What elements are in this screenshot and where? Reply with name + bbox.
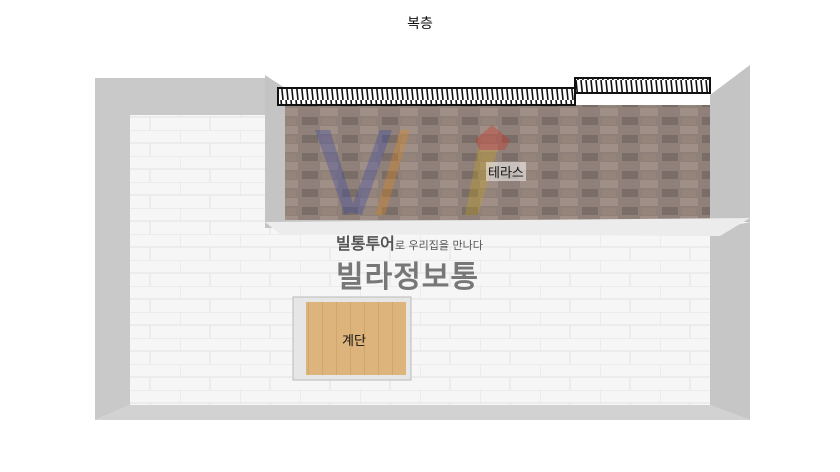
floor-title: 복층 xyxy=(407,16,433,32)
room-label-stairs: 계단 xyxy=(342,334,366,349)
room-label-terrace: 테라스 xyxy=(486,162,526,181)
railing-left xyxy=(277,87,576,106)
watermark-brand: 빌통투어 xyxy=(336,234,395,253)
watermark-slogan: 로 우리집을 만나다 xyxy=(394,239,483,252)
right-wall xyxy=(710,222,750,420)
bottom-wall xyxy=(95,405,750,420)
stairs-floor xyxy=(306,302,406,375)
watermark-line1: 빌통투어로 우리집을 만나다 xyxy=(336,230,483,254)
watermark-line2: 빌라정보통 xyxy=(336,260,479,295)
left-wall xyxy=(95,78,265,420)
main-floor xyxy=(130,115,710,405)
railing-right xyxy=(574,77,711,94)
